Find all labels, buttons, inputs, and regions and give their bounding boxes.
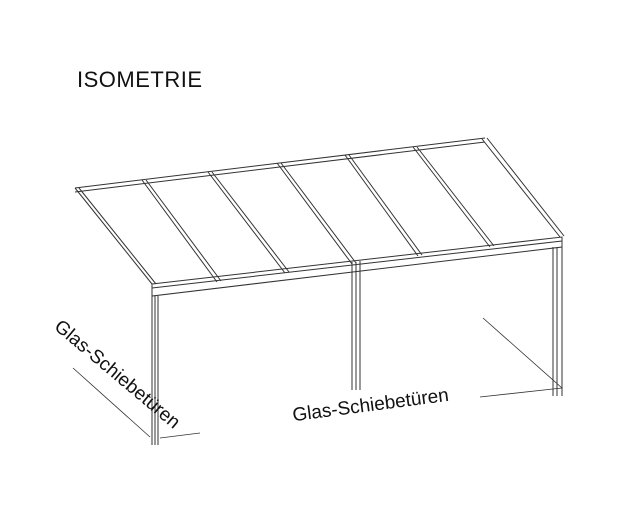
roof [74,137,565,297]
post-middle [351,261,361,390]
post-right [552,247,563,396]
rafter [412,146,495,248]
post-left [151,296,159,445]
drawing-title: ISOMETRIE [77,67,203,92]
front-beam [151,236,563,297]
roof-left-edge [74,187,157,285]
rafter [207,171,290,274]
posts [151,247,563,445]
rafter [344,154,423,257]
roof-right-edge [481,137,565,238]
rafter [141,179,222,283]
ground-lines [72,317,563,439]
roof-back-edge [74,137,486,193]
rafter [276,162,357,265]
